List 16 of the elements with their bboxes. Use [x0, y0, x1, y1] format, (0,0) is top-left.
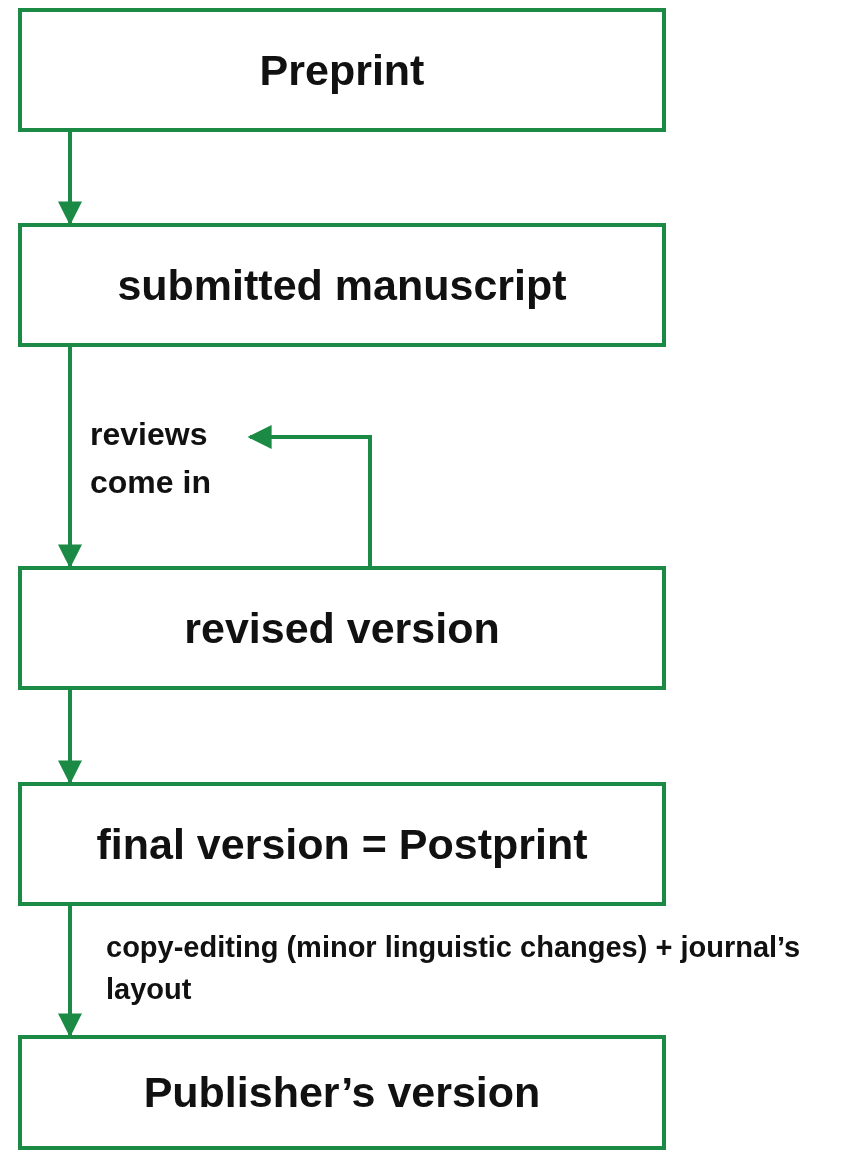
arrow	[247, 425, 372, 566]
box-label: Publisher’s version	[143, 1068, 541, 1117]
process-box	[18, 1035, 666, 1150]
box-label: final version = Postprint	[96, 819, 588, 869]
arrow	[58, 690, 82, 785]
box-label: Preprint	[259, 45, 425, 95]
process-box	[18, 223, 666, 347]
process-box	[18, 782, 666, 906]
arrow	[58, 132, 82, 226]
box-label: revised version	[184, 603, 500, 653]
note-text: reviews come in	[90, 410, 245, 506]
arrow	[58, 906, 82, 1038]
box-label: submitted manuscript	[117, 260, 567, 310]
arrow	[58, 347, 82, 569]
process-box	[18, 8, 666, 132]
process-box	[18, 566, 666, 690]
